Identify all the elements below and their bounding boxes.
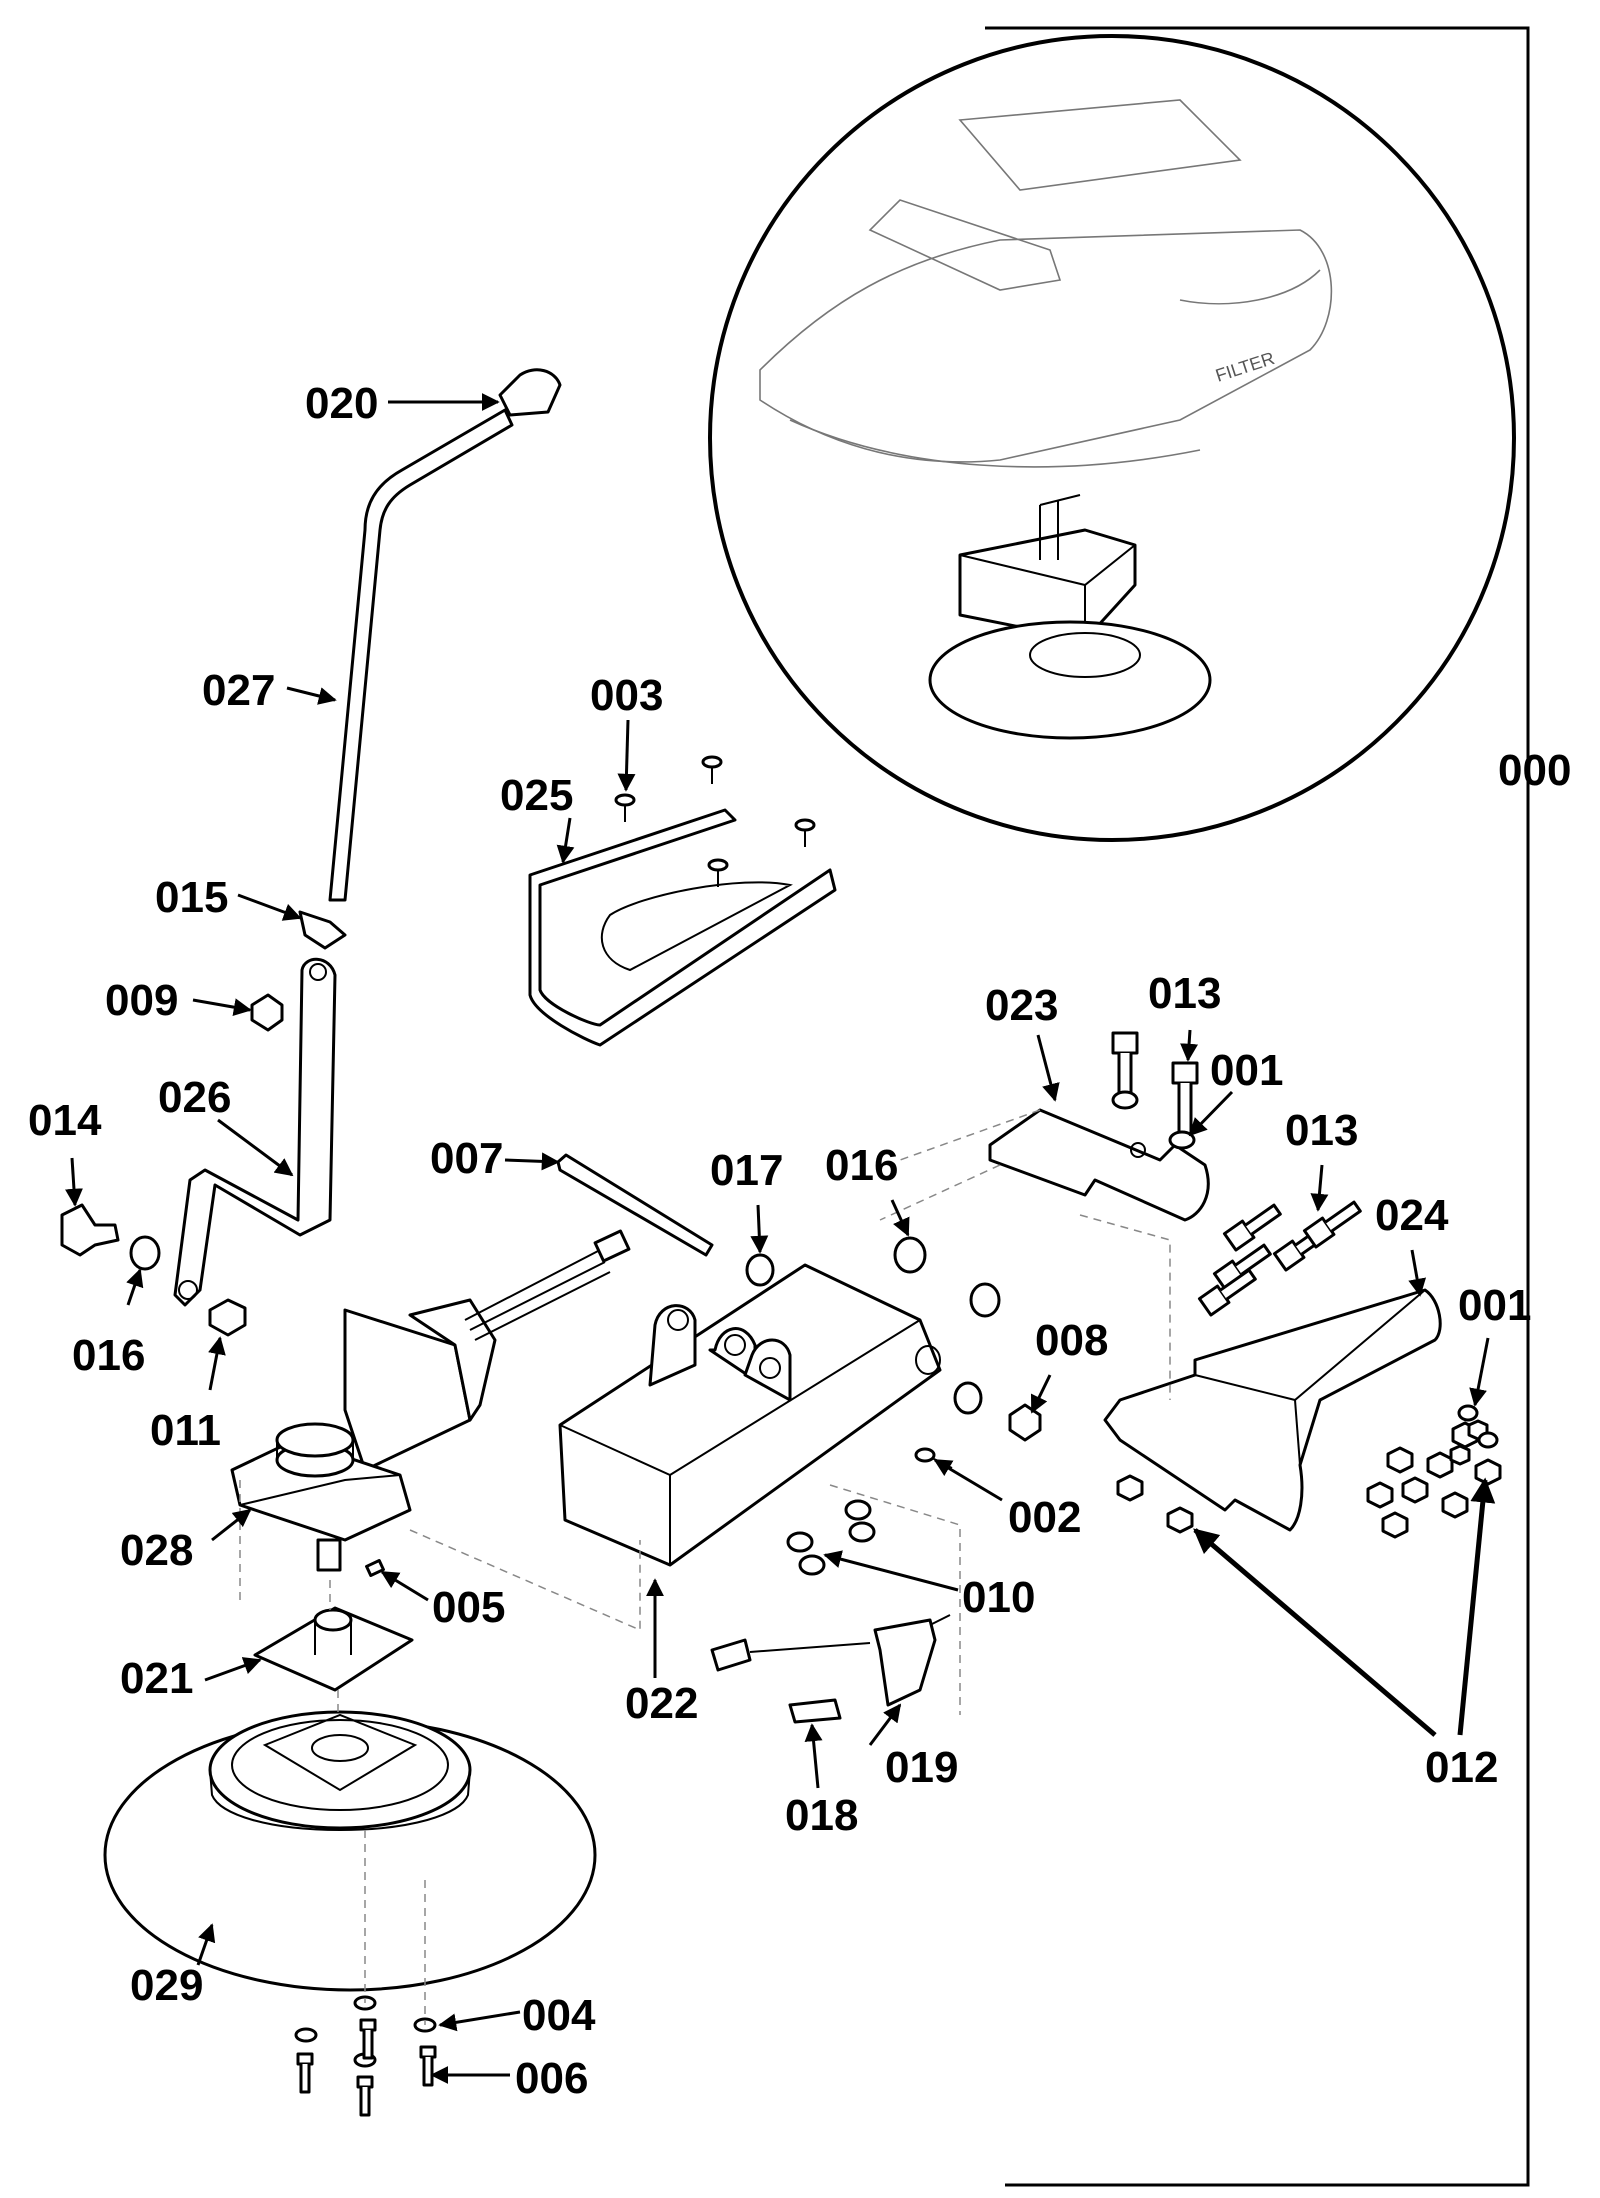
assembly-bracket: [985, 26, 1530, 2187]
label-025: 025: [500, 771, 573, 820]
label-027: 027: [202, 666, 275, 715]
part-016-bushing-right: [893, 1236, 1001, 1318]
label-010: 010: [962, 1573, 1035, 1622]
label-026: 026: [158, 1073, 231, 1122]
label-021: 021: [120, 1654, 193, 1703]
label-015: 015: [155, 873, 228, 922]
part-motor: [343, 1229, 631, 1472]
label-005: 005: [432, 1583, 505, 1632]
label-028: 028: [120, 1526, 193, 1575]
label-009: 009: [105, 976, 178, 1025]
part-025-bracket-plate: [528, 808, 837, 1047]
part-021-mounting-plate: [253, 1606, 414, 1692]
part-019-switch-harness: [710, 1614, 951, 1707]
assembly-guides: [239, 1109, 1171, 2025]
part-027-lever-rod: [328, 408, 514, 902]
label-017: 017: [710, 1146, 783, 1195]
label-016-right: 016: [825, 1141, 898, 1190]
part-028-gearbox: [230, 1422, 412, 1572]
part-004-006-bolts: [294, 1995, 437, 2117]
part-001-washers-top: [1111, 1090, 1196, 1150]
label-001-top: 001: [1210, 1046, 1283, 1095]
part-003-screws: [614, 755, 816, 887]
label-007: 007: [430, 1134, 503, 1183]
label-013-top: 013: [1148, 969, 1221, 1018]
part-007-long-bolt: [556, 1153, 714, 1257]
label-003: 003: [590, 671, 663, 720]
label-013-right: 013: [1285, 1106, 1358, 1155]
part-008-bushing: [953, 1381, 1042, 1442]
part-026-bracket-arm: [173, 957, 337, 1307]
label-002: 002: [1008, 1493, 1081, 1542]
part-029-spinner-disc: [103, 1710, 597, 1992]
part-015-wing-nut: [298, 910, 347, 950]
label-008: 008: [1035, 1316, 1108, 1365]
label-016-left: 016: [72, 1331, 145, 1380]
part-017-spacer: [745, 1253, 775, 1287]
label-018: 018: [785, 1791, 858, 1840]
part-022-housing: [558, 1263, 942, 1567]
part-labels: 000 020 027 003 025 015 009 023 013 001 …: [28, 379, 1571, 2103]
label-012: 012: [1425, 1743, 1498, 1792]
label-020: 020: [305, 379, 378, 428]
part-014-bolt: [60, 1203, 120, 1257]
part-020-knob: [498, 368, 562, 417]
label-001-right: 001: [1458, 1281, 1531, 1330]
part-010-screws: [786, 1499, 876, 1576]
label-022: 022: [625, 1679, 698, 1728]
part-013-bolts-right: [1197, 1200, 1362, 1317]
part-013-bolts-top: [1111, 1031, 1199, 1137]
label-000: 000: [1498, 746, 1571, 795]
leader-lines: [64, 393, 1496, 2084]
part-011-nut: [208, 1298, 247, 1337]
label-014: 014: [28, 1096, 102, 1145]
label-029: 029: [130, 1961, 203, 2010]
part-005-set-screw: [365, 1559, 385, 1577]
part-023-plate: [988, 1108, 1210, 1222]
part-009-nut: [250, 993, 284, 1032]
inset-detail: FILTER: [708, 34, 1516, 842]
part-002-screw: [914, 1447, 953, 1469]
label-004: 004: [522, 1991, 596, 2040]
label-023: 023: [985, 981, 1058, 1030]
label-024: 024: [1375, 1191, 1449, 1240]
label-006: 006: [515, 2054, 588, 2103]
part-018-switch-plate: [788, 1698, 842, 1724]
part-016-bushing-left: [129, 1235, 161, 1271]
label-011: 011: [150, 1406, 221, 1455]
label-019: 019: [885, 1743, 958, 1792]
part-001-washers-right: [1457, 1404, 1499, 1449]
